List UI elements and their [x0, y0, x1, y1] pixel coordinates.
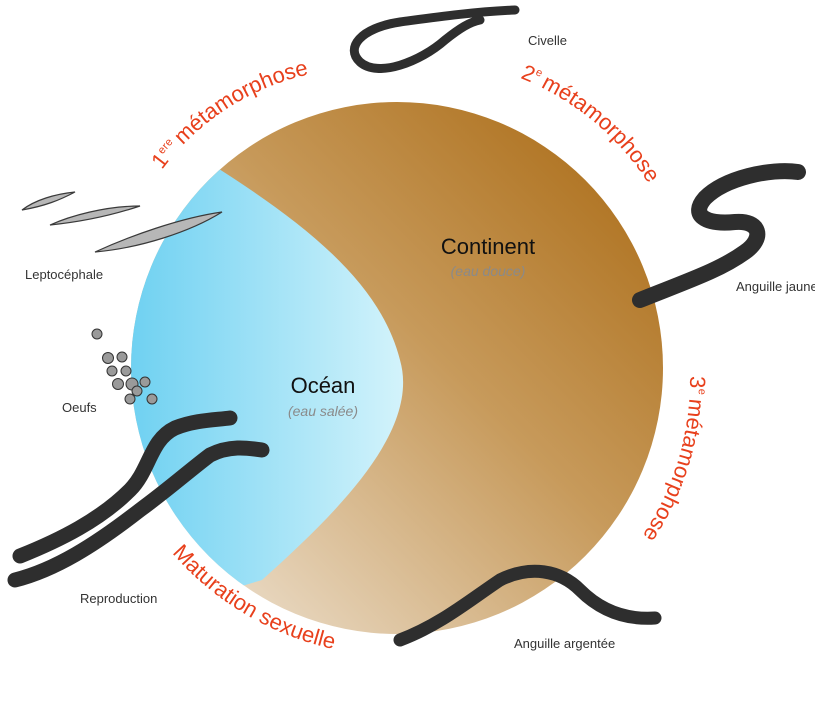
leptocephale-larvae-illustration [21, 191, 223, 253]
anguille-jaune-eel-illustration [632, 163, 806, 308]
ocean-title: Océan [291, 373, 356, 398]
continent-subtitle: (eau douce) [451, 263, 526, 279]
continent-title: Continent [441, 234, 535, 259]
stage-label-oeufs: Oeufs [62, 400, 97, 415]
stage-label-leptocephale: Leptocéphale [25, 267, 103, 282]
stage-label-reproduction: Reproduction [80, 591, 157, 606]
stage-label-civelle: Civelle [528, 33, 567, 48]
stage-label-anguille-jaune: Anguille jaune [736, 279, 815, 294]
anguille-argentee-eel-illustration [393, 564, 662, 647]
stage-label-anguille-argentee: Anguille argentée [514, 636, 615, 651]
civelle-eel-illustration [349, 5, 520, 73]
habitat-circle [131, 102, 663, 634]
eggs-illustration [91, 328, 158, 405]
reproduction-eels-illustration [7, 410, 270, 588]
ocean-subtitle: (eau salée) [288, 403, 358, 419]
